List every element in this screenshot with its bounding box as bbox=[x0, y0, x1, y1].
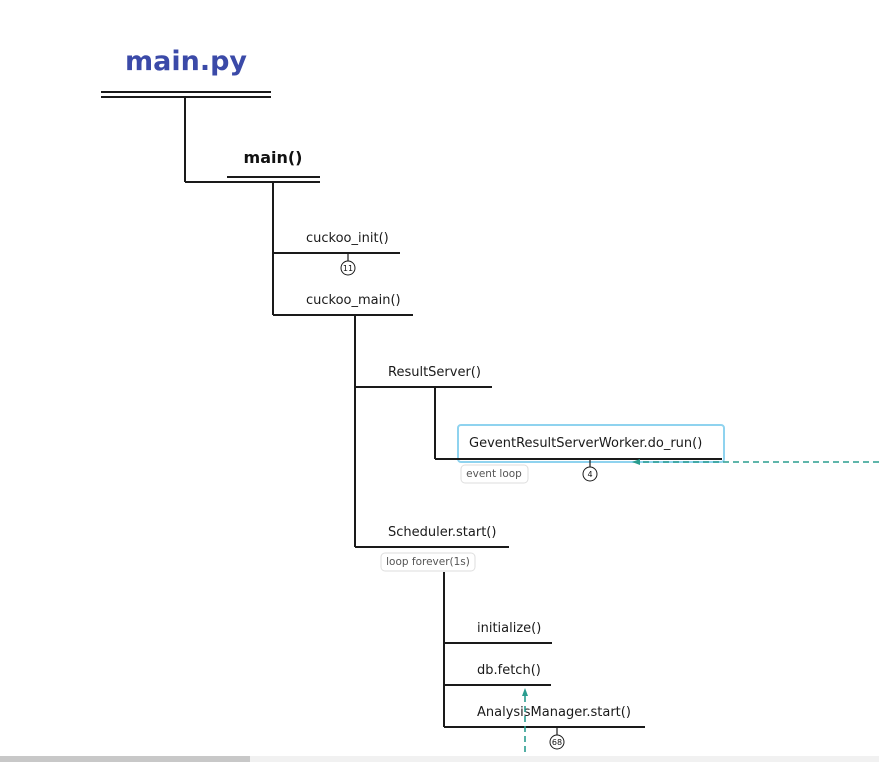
count-text-worker: 4 bbox=[587, 470, 592, 479]
node-scheduler[interactable]: Scheduler.start() bbox=[388, 525, 496, 540]
diagram-title: main.py bbox=[125, 46, 247, 77]
node-worker[interactable]: GeventResultServerWorker.do_run() bbox=[469, 436, 702, 451]
count-badge-cuckoo-init bbox=[340, 260, 356, 276]
count-text-cuckoo-init: 11 bbox=[343, 264, 353, 273]
node-result-server[interactable]: ResultServer() bbox=[388, 365, 481, 380]
tag-loop-forever-text: loop forever(1s) bbox=[386, 556, 470, 568]
link-arrow-worker bbox=[632, 459, 640, 465]
tag-event-loop bbox=[460, 464, 529, 484]
count-badge-analysis-manager bbox=[549, 734, 565, 750]
tag-loop-forever bbox=[380, 552, 476, 572]
worker-highlight bbox=[457, 424, 725, 463]
count-badge-worker bbox=[582, 466, 598, 482]
node-cuckoo-main[interactable]: cuckoo_main() bbox=[306, 293, 401, 308]
scrollbar-thumb[interactable] bbox=[0, 756, 250, 762]
node-db-fetch[interactable]: db.fetch() bbox=[477, 663, 541, 678]
node-initialize[interactable]: initialize() bbox=[477, 621, 541, 636]
node-cuckoo-init[interactable]: cuckoo_init() bbox=[306, 231, 389, 246]
link-arrow-db-fetch bbox=[522, 688, 528, 696]
count-text-analysis-manager: 68 bbox=[552, 738, 562, 747]
horizontal-scrollbar[interactable] bbox=[0, 756, 879, 762]
node-main[interactable]: main() bbox=[244, 148, 303, 167]
node-analysis-manager[interactable]: AnalysisManager.start() bbox=[477, 705, 631, 720]
tag-event-loop-text: event loop bbox=[466, 468, 522, 480]
